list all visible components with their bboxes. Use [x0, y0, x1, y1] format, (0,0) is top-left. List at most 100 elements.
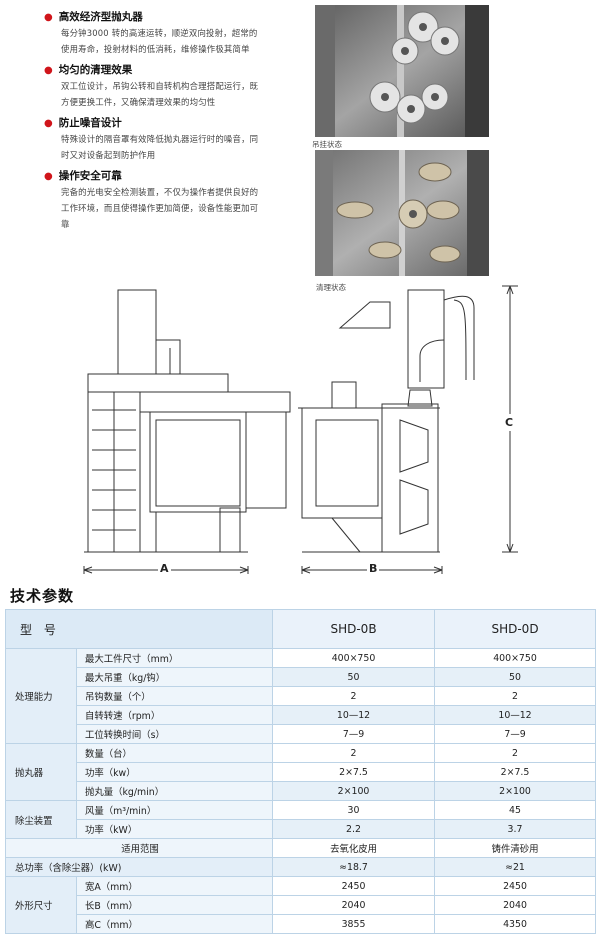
value-cell: 400×750	[434, 648, 597, 668]
scope-label: 适用范围	[4, 838, 274, 858]
front-view	[298, 289, 475, 553]
tech-params-table: 型 号 SHD-0B SHD-0D 处理能力 最大工件尺寸（mm） 400×75…	[4, 609, 597, 934]
group-label: 抛丸器	[5, 743, 77, 801]
hanging-state-illustration	[315, 5, 489, 137]
side-view	[84, 289, 291, 553]
feature-line: 时又对设备起到防护作用	[61, 150, 156, 160]
photo-caption: 吊挂状态	[312, 140, 342, 149]
value-cell: 7—9	[434, 724, 597, 744]
row-label: 吊钩数量（个）	[75, 686, 274, 706]
model-shd-0b: SHD-0B	[272, 609, 436, 649]
row-label: 长B（mm）	[75, 895, 274, 915]
row-label: 宽A（mm）	[75, 876, 274, 896]
bullet-icon: ●	[44, 118, 53, 129]
feature-line: 双工位设计，吊钩公转和自转机构合理搭配运行，既	[61, 81, 259, 91]
feature-line: 完备的光电安全检测装置，不仅为操作者提供良好的	[61, 187, 259, 197]
feature-line: 靠	[61, 219, 70, 229]
dimension-lines	[83, 285, 518, 574]
cleaning-state-illustration	[315, 150, 489, 276]
machine-diagram: A B C	[70, 280, 530, 580]
group-label: 除尘装置	[5, 800, 77, 839]
value-cell: 2450	[272, 876, 436, 896]
group-label: 处理能力	[5, 648, 77, 744]
feature-line: 特殊设计的隔音罩有效降低抛丸器运行时的噪音，同	[61, 134, 259, 144]
machine-drawing	[83, 285, 518, 574]
feature-title: ●防止噪音设计	[44, 117, 122, 129]
table-row: 适用范围 去氧化皮用 铸件清砂用	[4, 838, 597, 858]
feature-title: ●操作安全可靠	[44, 170, 122, 182]
dimension-label-c: C	[504, 414, 515, 431]
value-cell: 4350	[434, 914, 597, 934]
value-cell: 2	[434, 686, 597, 706]
photo-caption: 清理状态	[316, 283, 346, 292]
value-cell: 2	[434, 743, 597, 763]
table-row: 总功率（含除尘器）(kW) ≈18.7 ≈21	[4, 857, 597, 877]
value-cell: 2040	[434, 895, 597, 915]
table-row: 功率（kw） 2×7.5 2×7.5	[6, 762, 597, 782]
feature-line: 每分钟3000 转的高速运转，顺逆双向投射，超常的	[61, 28, 258, 38]
value-cell: 45	[434, 800, 597, 820]
value-cell: 50	[434, 667, 597, 687]
group-label: 外形尺寸	[5, 876, 77, 934]
row-label: 最大吊重（kg/钩）	[75, 667, 274, 687]
table-row: 功率（kW） 2.2 3.7	[6, 819, 597, 839]
table-row: 除尘装置 风量（m³/min） 30 45	[5, 800, 597, 839]
dimension-label-b: B	[367, 562, 380, 575]
value-cell: 3855	[272, 914, 436, 934]
table-row: 自转转速（rpm） 10—12 10—12	[6, 705, 597, 725]
value-cell: ≈21	[434, 857, 597, 877]
cleaning-state-photo	[315, 150, 489, 276]
feature-title: ●均匀的清理效果	[44, 64, 133, 76]
feature-item: ●防止噪音设计 特殊设计的隔音罩有效降低抛丸器运行时的噪音，同 时又对设备起到防…	[44, 116, 306, 163]
bullet-icon: ●	[44, 65, 53, 76]
value-cell: 2040	[272, 895, 436, 915]
value-cell: 30	[272, 800, 436, 820]
table-row: 处理能力 最大工件尺寸（mm） 400×750 400×750	[5, 648, 597, 744]
value-cell: 2×7.5	[434, 762, 597, 782]
row-label: 最大工件尺寸（mm）	[75, 648, 274, 668]
value-cell: 2450	[434, 876, 597, 896]
feature-line: 方便更换工件，又确保清理效果的均匀性	[61, 97, 216, 107]
row-label: 工位转换时间（s）	[75, 724, 274, 744]
table-row: 抛丸量（kg/min） 2×100 2×100	[6, 781, 597, 801]
total-power-label: 总功率（含除尘器）(kW)	[4, 857, 274, 877]
table-header-row: 型 号 SHD-0B SHD-0D	[4, 609, 597, 649]
value-cell: 400×750	[272, 648, 436, 668]
row-label: 自转转速（rpm）	[75, 705, 274, 725]
value-cell: 2×100	[272, 781, 436, 801]
value-cell: 2	[272, 686, 436, 706]
table-row: 最大吊重（kg/钩） 50 50	[6, 667, 597, 687]
bullet-icon: ●	[44, 12, 53, 23]
value-cell: 3.7	[434, 819, 597, 839]
row-label: 数量（台）	[75, 743, 274, 763]
value-cell: 2	[272, 743, 436, 763]
value-cell: 2×7.5	[272, 762, 436, 782]
dimension-label-a: A	[158, 562, 171, 575]
row-label: 功率（kw）	[75, 762, 274, 782]
model-label: 型 号	[4, 609, 274, 649]
value-cell: ≈18.7	[272, 857, 436, 877]
feature-list: ●高效经济型抛丸器 每分钟3000 转的高速运转，顺逆双向投射，超常的 使用寿命…	[44, 10, 306, 238]
feature-item: ●高效经济型抛丸器 每分钟3000 转的高速运转，顺逆双向投射，超常的 使用寿命…	[44, 10, 306, 57]
table-row: 长B（mm） 2040 2040	[6, 895, 597, 915]
row-label: 功率（kW）	[75, 819, 274, 839]
row-label: 风量（m³/min）	[75, 800, 274, 820]
value-cell: 2.2	[272, 819, 436, 839]
section-title: 技术参数	[10, 587, 75, 605]
table-row: 工位转换时间（s） 7—9 7—9	[6, 724, 597, 744]
table-row: 抛丸器 数量（台） 2 2	[5, 743, 597, 801]
feature-item: ●均匀的清理效果 双工位设计，吊钩公转和自转机构合理搭配运行，既 方便更换工件，…	[44, 63, 306, 110]
hanging-state-photo	[315, 5, 489, 137]
value-cell: 铸件清砂用	[434, 838, 597, 858]
table-row: 高C（mm） 3855 4350	[6, 914, 597, 934]
feature-item: ●操作安全可靠 完备的光电安全检测装置，不仅为操作者提供良好的 工作环境，而且使…	[44, 169, 306, 232]
value-cell: 50	[272, 667, 436, 687]
table-row: 吊钩数量（个） 2 2	[6, 686, 597, 706]
feature-line: 使用寿命，投射材料的低消耗，维修操作极其简单	[61, 44, 250, 54]
value-cell: 10—12	[434, 705, 597, 725]
row-label: 抛丸量（kg/min）	[75, 781, 274, 801]
model-shd-0d: SHD-0D	[434, 609, 597, 649]
feature-title: ●高效经济型抛丸器	[44, 11, 143, 23]
value-cell: 7—9	[272, 724, 436, 744]
value-cell: 10—12	[272, 705, 436, 725]
